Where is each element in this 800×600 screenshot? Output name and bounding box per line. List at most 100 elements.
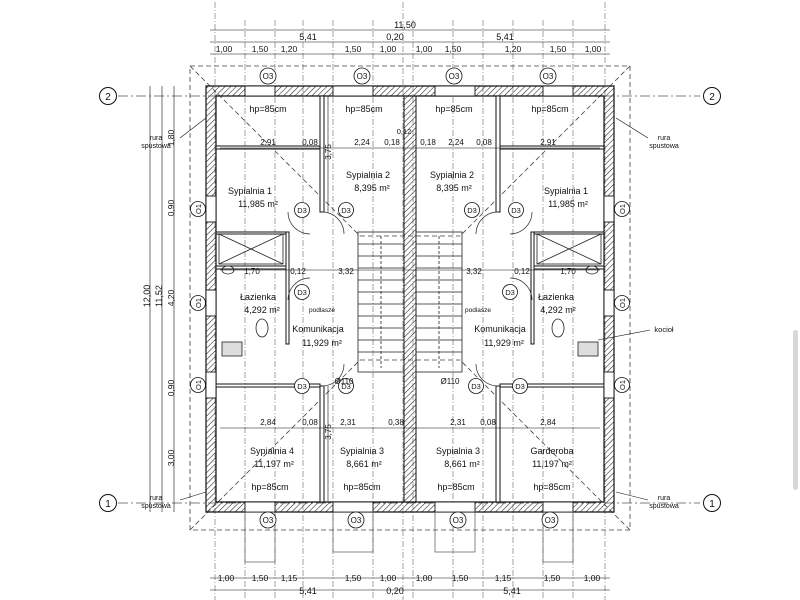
door-tag-d3: D3	[294, 202, 310, 218]
room-name: Łazienka	[538, 292, 574, 302]
door-tag-d3: D3	[464, 202, 480, 218]
axis-label: 1	[709, 499, 715, 510]
room-name: Sypialnia 1	[544, 186, 588, 196]
tag-label: D3	[341, 382, 351, 391]
downpipe-label: spustowa	[141, 503, 171, 510]
dim-row-mid: 0,12	[514, 267, 530, 276]
window-tag-o1: O1	[614, 201, 630, 217]
downpipe-label: rura	[150, 135, 163, 142]
downpipe-annotation: rura spustowa	[615, 491, 679, 510]
downpipe-annotation: rura spustowa	[141, 491, 207, 510]
parapet-label: hp=85cm	[531, 104, 568, 114]
axis-label: 2	[105, 92, 111, 103]
downpipe-annotation: rura spustowa	[141, 117, 207, 150]
window-tag-o3: O3	[449, 511, 467, 529]
tag-label: D3	[297, 382, 307, 391]
dim-top-segment: 1,20	[505, 44, 522, 54]
room-area: 4,292 m²	[540, 305, 576, 315]
scrollbar[interactable]	[793, 330, 798, 490]
door-tag-d3: D3	[338, 202, 354, 218]
parapet-label: hp=85cm	[437, 482, 474, 492]
window-tag-o3: O3	[539, 67, 557, 85]
tag-label: D3	[341, 206, 351, 215]
dim-row-top: 0,08	[302, 138, 318, 147]
room-name: Sypialnia 1	[228, 186, 272, 196]
tag-label: O3	[449, 72, 460, 81]
tag-label: D3	[297, 288, 307, 297]
dim-top-segment: 1,50	[345, 44, 362, 54]
dim-top-segment: 1,00	[585, 44, 602, 54]
axis-marker-2-left: 2	[99, 87, 117, 105]
dim-bottom-segment: 1,50	[252, 573, 269, 583]
tag-label: D3	[515, 382, 525, 391]
axis-marker-1-right: 1	[703, 494, 721, 512]
doors	[287, 211, 533, 387]
dim-bottom-segment: 1,00	[584, 573, 601, 583]
dim-row-top: 2,24	[448, 138, 464, 147]
dim-top-segment: 1,00	[380, 44, 397, 54]
dim-top-segment: 1,50	[550, 44, 567, 54]
tag-label: O3	[351, 516, 362, 525]
window-tag-o3: O3	[259, 511, 277, 529]
downpipe-label: rura	[150, 495, 163, 502]
fill-label: podlasze	[465, 307, 491, 314]
interior-walls	[215, 95, 605, 503]
room-area: 11,929 m²	[484, 338, 524, 348]
dim-top-total: 11,50	[394, 20, 416, 30]
window-tag-o3: O3	[445, 67, 463, 85]
door-tag-d3: D3	[294, 378, 310, 394]
window-tag-o3: O3	[541, 511, 559, 529]
wall-thickness: 0,12	[397, 127, 412, 136]
door-tag-d3: D3	[512, 378, 528, 394]
axis-marker-1-left: 1	[99, 494, 117, 512]
dim-row-mid: 1,70	[560, 267, 576, 276]
dim-left-segment: 0,90	[166, 379, 176, 396]
tag-label: O1	[194, 204, 203, 214]
dim-bottom-half: 5,41	[503, 586, 521, 596]
room-name: Sypialnia 3	[340, 446, 384, 456]
tag-label: O1	[618, 204, 627, 214]
window-tag-o1: O1	[614, 377, 630, 393]
pipe-diameter: Ø110	[441, 377, 461, 386]
dim-left-segment: 4,20	[166, 289, 176, 306]
dim-left-segment: 0,90	[166, 199, 176, 216]
room-area: 11,985 m²	[238, 199, 278, 209]
door-tag-d3: D3	[502, 284, 518, 300]
room-name: Komunikacja	[474, 324, 526, 334]
staircase	[357, 231, 463, 373]
dim-bottom-segment: 1,15	[281, 573, 298, 583]
parapet-label: hp=85cm	[533, 482, 570, 492]
room-area: 11,929 m²	[302, 338, 342, 348]
door-tag-d3: D3	[294, 284, 310, 300]
dim-row-top: 0,18	[384, 138, 400, 147]
downpipe-label: spustowa	[141, 143, 171, 150]
window-tag-o3: O3	[347, 511, 365, 529]
dim-row-top: 2,91	[540, 138, 556, 147]
door-tag-d3: D3	[508, 202, 524, 218]
tag-label: D3	[505, 288, 515, 297]
dim-top-half: 5,41	[496, 32, 514, 42]
dim-top-segment: 1,50	[445, 44, 462, 54]
window-tag-o3: O3	[259, 67, 277, 85]
boiler-annotation: kocioł	[597, 325, 674, 341]
room-name: Garderoba	[530, 446, 573, 456]
tag-label: O1	[618, 380, 627, 390]
axis-marker-2-right: 2	[703, 87, 721, 105]
room-area: 8,395 m²	[354, 183, 390, 193]
room-name: Sypialnia 2	[430, 170, 474, 180]
dim-bottom-half: 0,20	[386, 586, 404, 596]
window-tag-o1: O1	[190, 377, 206, 393]
bathroom-fixtures	[218, 233, 602, 357]
dim-top-half: 0,20	[386, 32, 404, 42]
room-name: Łazienka	[240, 292, 276, 302]
dim-inner-vertical: 3,75	[324, 424, 333, 440]
dim-left-inner: 11,52	[154, 285, 164, 307]
room-area: 11,197 m²	[532, 459, 572, 469]
downpipe-label: rura	[658, 135, 671, 142]
parapet-label: hp=85cm	[435, 104, 472, 114]
fill-label: podlasze	[309, 307, 335, 314]
tag-label: D3	[467, 206, 477, 215]
room-name: Sypialnia 2	[346, 170, 390, 180]
axis-label: 2	[709, 92, 715, 103]
dim-row-top: 0,18	[420, 138, 436, 147]
